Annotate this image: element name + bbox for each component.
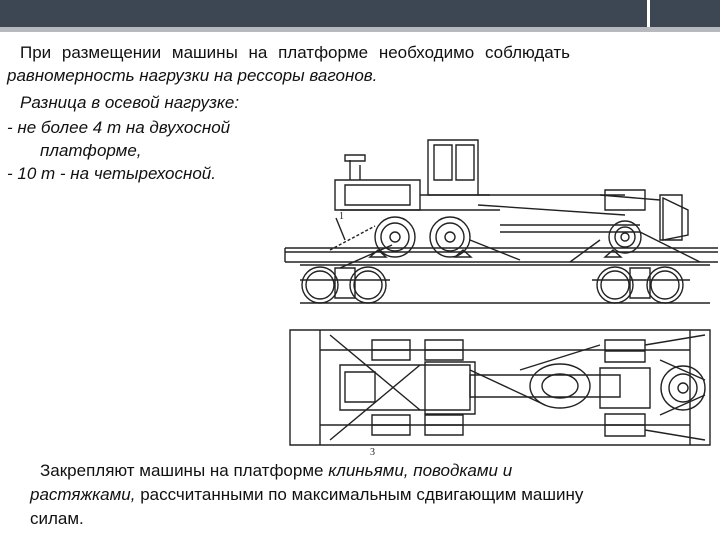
plan-view-group: 3 (290, 330, 710, 458)
plan-callout-label: 3 (370, 447, 375, 458)
platform-plan-outline (290, 330, 710, 445)
header-accent-line (0, 27, 720, 32)
axle-item-four-axle: - 10 т - на четырехосной. (7, 164, 216, 183)
bottom-line-1: Закрепляют машины на платформе клиньями,… (40, 460, 512, 482)
platform-bogie-left (300, 267, 390, 303)
axle-load-heading: Разница в осевой нагрузке: (20, 93, 240, 112)
platform-deck (285, 248, 718, 303)
axle-item-two-axle: - не более 4 т на двухосной (7, 118, 231, 137)
platform-bogie-right (592, 267, 690, 303)
side-view-group: 1 (285, 140, 718, 303)
intro-line-2: равномерность нагрузки на рессоры вагоно… (7, 66, 378, 85)
axle-item-two-axle-cont: платформе, (40, 141, 142, 160)
slide-header-bar (0, 0, 720, 33)
header-dark-band (0, 0, 720, 27)
intro-line-1: При размещении машины на платформе необх… (20, 43, 571, 62)
grader-plan (330, 335, 705, 440)
grader-side (330, 140, 700, 268)
bottom-line-3: силам. (30, 509, 84, 528)
side-callout-label: 1 (339, 211, 344, 222)
bottom-line-2: растяжками, рассчитанными по максимальны… (30, 484, 583, 506)
bottom-line-2-regular: рассчитанными по максимальным сдвигающим… (135, 485, 584, 504)
bottom-line-1-italic: клиньями, поводками и (328, 461, 513, 480)
bottom-line-1-regular: Закрепляют машины на платформе (40, 461, 329, 480)
header-separator (647, 0, 650, 27)
bottom-line-2-italic: растяжками, (30, 485, 136, 504)
